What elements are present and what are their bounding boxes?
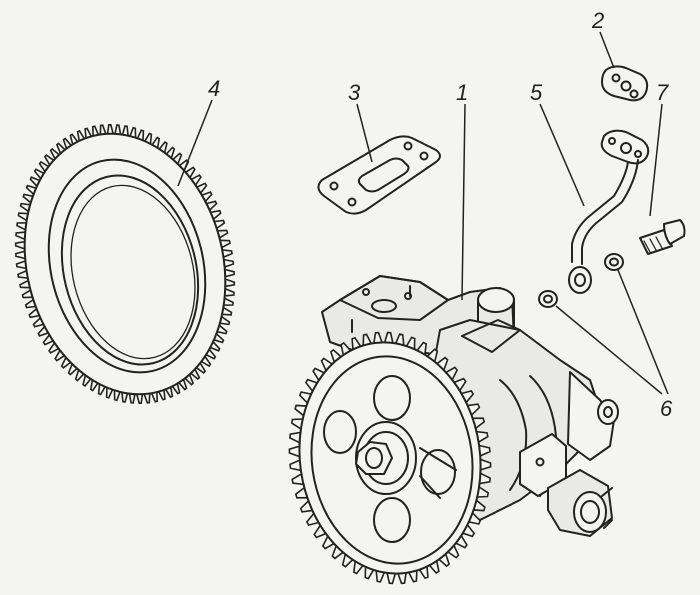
callout-1: 1 [456, 80, 468, 105]
callout-2: 2 [591, 8, 604, 33]
washers-part-6 [538, 253, 624, 308]
callout-labels: 4 3 1 2 5 7 6 [208, 8, 673, 421]
leader-lines [177, 31, 669, 395]
callout-4: 4 [208, 76, 220, 101]
callout-7: 7 [656, 80, 669, 105]
flange-plate-part-2 [601, 65, 649, 102]
callout-5: 5 [530, 80, 543, 105]
bolt-part-7 [639, 219, 686, 255]
callout-6: 6 [660, 396, 673, 421]
callout-3: 3 [348, 80, 361, 105]
oil-pump-part-1 [288, 275, 619, 585]
oil-tube-part-5 [568, 129, 650, 294]
gasket-part-3 [317, 135, 441, 215]
ring-gear-part-4 [14, 124, 236, 404]
